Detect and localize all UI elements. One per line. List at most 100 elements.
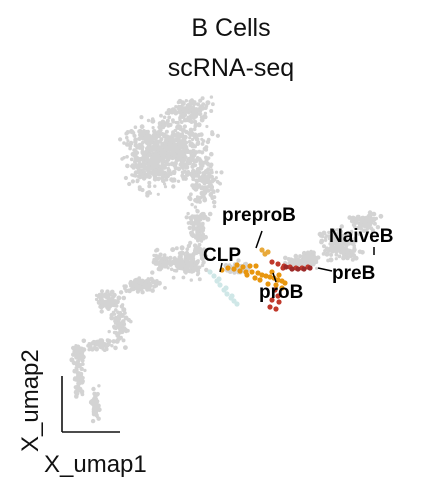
background-cell-point	[188, 254, 193, 258]
background-cell-point	[236, 258, 241, 263]
background-cell-point	[210, 196, 215, 200]
background-cell-point	[190, 202, 194, 207]
background-cell-point	[171, 147, 175, 152]
background-cell-point	[169, 267, 174, 272]
background-cell-point	[334, 252, 339, 257]
background-cell-point	[192, 174, 196, 178]
background-cell-point	[183, 144, 189, 150]
background-cell-point	[166, 110, 171, 116]
background-cell-point	[304, 256, 310, 262]
point-NaiveB	[307, 265, 313, 271]
background-cell-point	[163, 139, 169, 145]
background-cell-point	[175, 138, 179, 142]
background-cell-point	[73, 346, 77, 350]
background-cell-point	[321, 230, 327, 236]
background-cell-point	[155, 254, 160, 259]
background-cell-point	[330, 245, 336, 251]
background-cell-point	[176, 179, 181, 183]
background-cell-point	[137, 186, 143, 192]
point-preB	[272, 287, 278, 293]
background-cell-point	[317, 231, 323, 237]
background-cell-point	[185, 254, 190, 259]
background-cell-point	[123, 327, 128, 333]
background-cell-point	[75, 363, 80, 368]
background-cell-point	[378, 213, 384, 219]
background-cell-point	[178, 257, 183, 263]
y-axis-label: X_umap2	[17, 349, 44, 452]
background-cell-point	[204, 155, 208, 160]
background-cell-point	[372, 221, 377, 226]
background-cell-point	[83, 368, 87, 373]
background-cell-point	[121, 338, 126, 343]
point-preB	[269, 259, 275, 265]
background-cell-point	[215, 133, 220, 138]
annotation-leaders	[219, 230, 375, 283]
background-cell-point	[158, 252, 163, 257]
background-cell-point	[147, 180, 152, 185]
background-cell-point	[188, 127, 194, 133]
leader-CLP	[219, 262, 223, 273]
background-cell-point	[195, 220, 200, 225]
background-cell-point	[146, 129, 150, 134]
background-cell-point	[78, 376, 82, 380]
background-cell-point	[349, 249, 355, 254]
background-cell-point	[205, 139, 211, 145]
background-cell-point	[153, 151, 157, 156]
background-cell-point	[139, 115, 144, 119]
background-cell-point	[352, 222, 357, 227]
background-cell-point	[73, 385, 78, 390]
background-cell-point	[171, 259, 175, 263]
background-cell-point	[180, 170, 185, 175]
background-cell-point	[119, 335, 123, 340]
background-cell-point	[147, 140, 151, 145]
background-cell-point	[310, 257, 315, 262]
background-cell-point	[129, 157, 134, 162]
background-cell-point	[143, 164, 147, 169]
background-cell-point	[196, 228, 200, 233]
background-cell-point	[166, 166, 171, 171]
background-cell-point	[353, 239, 358, 244]
background-cell-point	[326, 258, 330, 263]
background-cell-point	[218, 181, 222, 186]
background-cell-point	[131, 281, 136, 286]
background-cells	[69, 95, 384, 424]
background-cell-point	[156, 129, 162, 135]
background-cell-point	[113, 312, 117, 316]
background-cell-point	[172, 163, 178, 168]
point-proB	[273, 282, 279, 288]
background-cell-point	[188, 196, 193, 202]
background-cell-point	[215, 179, 220, 184]
point-proB	[255, 270, 261, 276]
background-cell-point	[170, 151, 175, 155]
background-cell-point	[164, 143, 168, 147]
background-cell-point	[163, 286, 167, 290]
point-proB	[234, 262, 240, 268]
point-proB	[231, 266, 237, 272]
background-cell-point	[321, 252, 326, 256]
background-cell-point	[133, 139, 138, 144]
background-cell-point	[201, 261, 206, 265]
background-cell-point	[96, 300, 102, 305]
leader-preB	[317, 267, 333, 272]
background-cell-point	[351, 253, 357, 258]
background-cell-point	[186, 243, 192, 249]
background-cell-point	[123, 286, 127, 291]
background-cell-point	[146, 152, 152, 158]
background-cell-point	[125, 163, 130, 169]
background-cell-point	[157, 172, 162, 177]
background-cell-point	[87, 347, 91, 352]
background-cell-point	[195, 214, 199, 218]
background-cell-point	[150, 270, 155, 275]
background-cell-point	[209, 174, 214, 179]
background-cell-point	[199, 222, 205, 227]
background-cell-point	[188, 149, 193, 155]
background-cell-point	[97, 340, 102, 346]
background-cell-point	[353, 236, 357, 240]
background-cell-point	[371, 217, 376, 221]
background-cell-point	[172, 178, 177, 183]
background-cell-point	[89, 399, 93, 403]
background-cell-point	[211, 189, 216, 193]
background-cell-point	[188, 142, 193, 148]
point-proB	[252, 275, 258, 281]
background-cell-point	[200, 150, 205, 155]
